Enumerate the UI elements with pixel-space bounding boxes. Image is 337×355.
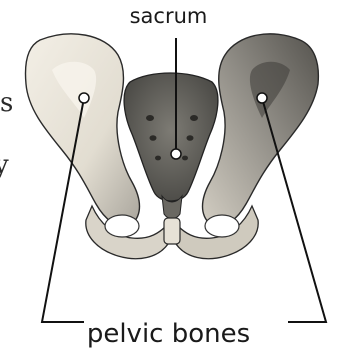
cropped-text-y: y (0, 150, 9, 180)
cropped-text-s: s (0, 88, 13, 118)
left-pelvic-bone (26, 34, 140, 226)
pelvic-bones-label: pelvic bones (0, 319, 337, 349)
sacrum-label: sacrum (0, 4, 337, 28)
right-pointer-dot (257, 93, 267, 103)
sacrum-bone (124, 73, 218, 201)
sacrum-pointer-dot (171, 149, 181, 159)
left-pointer-dot (79, 93, 89, 103)
right-pelvic-bone (203, 34, 319, 226)
